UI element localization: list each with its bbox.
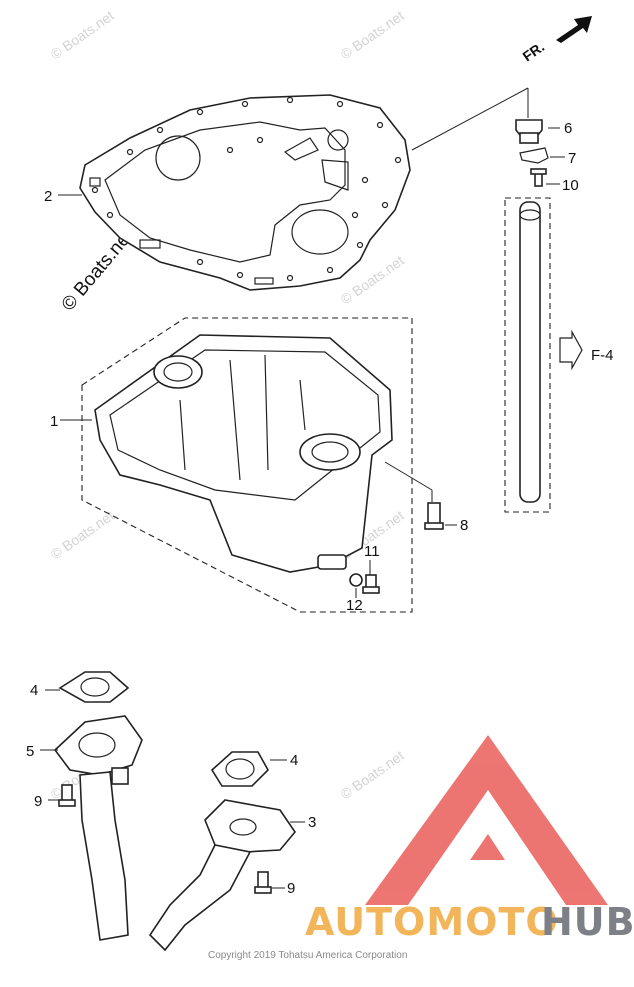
callout-4-left: 4 [30, 682, 38, 699]
bolt-8 [424, 502, 444, 530]
callout-10: 10 [562, 177, 579, 194]
brand-text-automoto: AUTOMOTO [305, 900, 559, 944]
callout-1: 1 [50, 413, 58, 430]
callout-5: 5 [26, 743, 34, 760]
callout-3: 3 [308, 814, 316, 831]
suction-pipe-3 [148, 799, 297, 952]
watermark-text: © Boats.net [338, 747, 407, 802]
callout-9-left: 9 [34, 793, 42, 810]
brand-logo-icon [365, 735, 608, 905]
callout-12: 12 [346, 597, 363, 614]
oil-pan [81, 317, 413, 613]
dipstick-assembly [504, 119, 583, 513]
callouts: 2 1 6 7 10 F-4 8 11 12 4 5 9 4 3 9 [26, 120, 614, 897]
brand-wordmark: AUTOMOTO HUB [305, 900, 634, 944]
copyright-text: Copyright 2019 Tohatsu America Corporati… [208, 950, 407, 961]
watermark-text: © Boats.net [338, 7, 407, 62]
leader-lines [40, 87, 565, 889]
callout-2: 2 [44, 188, 52, 205]
watermark-text: © Boats.net [48, 7, 117, 62]
callout-8: 8 [460, 517, 468, 534]
callout-4-right: 4 [290, 752, 298, 769]
watermark-text: © Boats.net [48, 507, 117, 562]
bolt-9-left [58, 784, 76, 807]
brand-text-hub: HUB [541, 900, 634, 944]
callout-9-right: 9 [287, 880, 295, 897]
gasket-plate [79, 94, 411, 291]
front-arrow-icon: FR. [520, 16, 592, 64]
ref-label: F-4 [591, 347, 614, 364]
callout-6: 6 [564, 120, 572, 137]
bolt-9-right [254, 871, 272, 894]
front-label: FR. [520, 38, 548, 64]
suction-pipe-5 [53, 715, 143, 941]
callout-7: 7 [568, 150, 576, 167]
drain-plug [349, 573, 380, 594]
gasket-4-right [210, 751, 269, 787]
gasket-4-left [58, 671, 130, 703]
callout-11: 11 [364, 543, 380, 560]
